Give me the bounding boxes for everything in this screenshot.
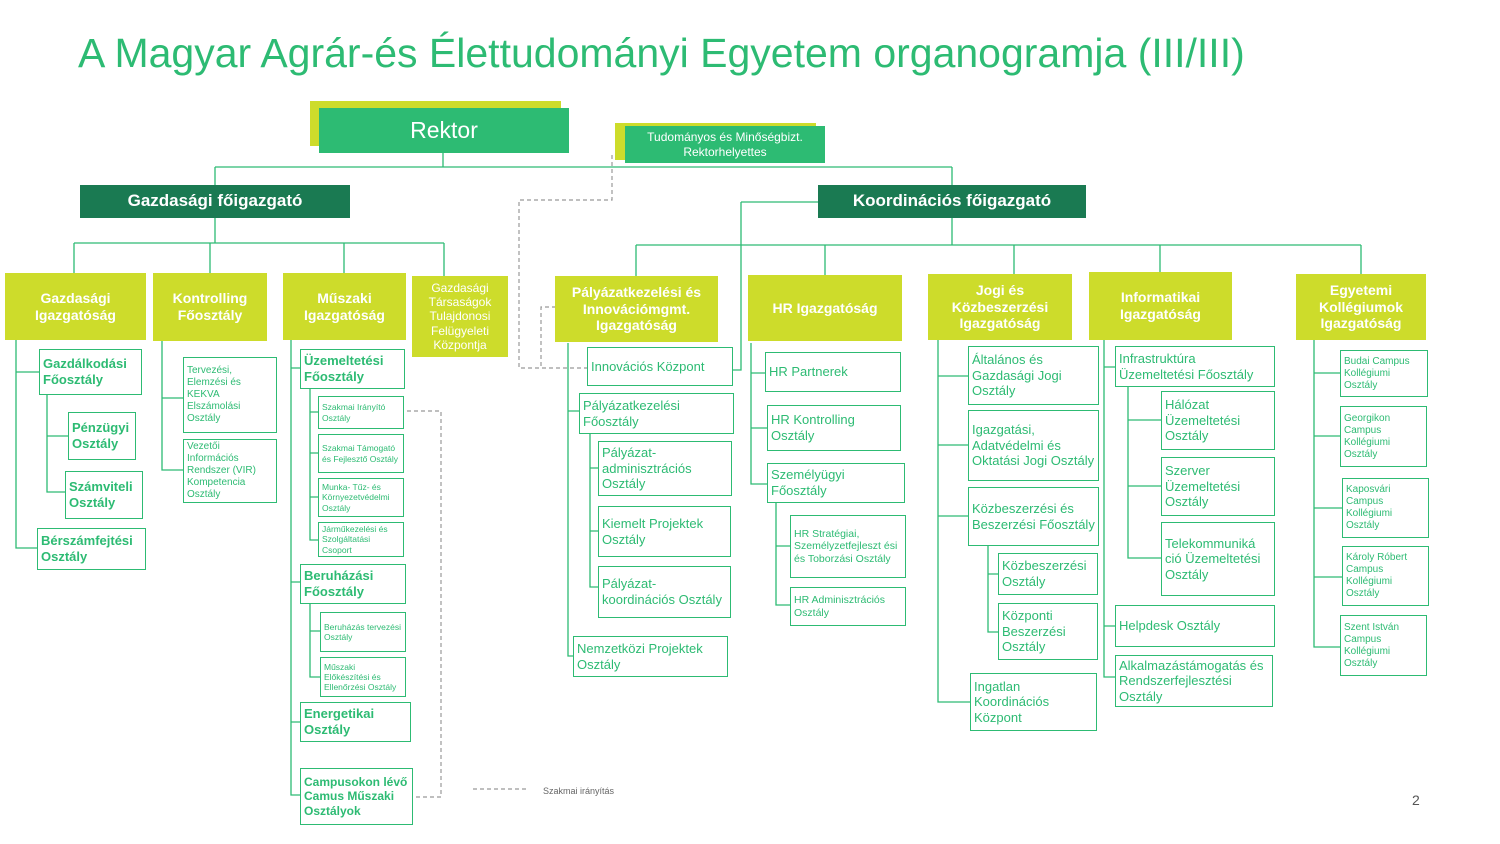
tervezesi-elemzesi-osztaly: Tervezési, Elemzési és KEKVA Elszámolási…: [183, 357, 277, 433]
telekommunikacio-uzemeltetesi-osztaly: Telekommuniká ció Üzemeltetési Osztály: [1161, 522, 1275, 596]
infrastruktura-uzemeltetesi-foosztaly: Infrastruktúra Üzemeltetési Főosztály: [1115, 346, 1275, 387]
gazdasagi-foigazgato: Gazdasági főigazgató: [80, 185, 350, 218]
innovacios-kozpont: Innovációs Központ: [587, 347, 733, 386]
hr-kontrolling-osztaly: HR Kontrolling Osztály: [767, 405, 901, 451]
egyetemi-kollegiumok-igazgatosag: Egyetemi Kollégiumok Igazgatóság: [1296, 274, 1426, 340]
gazdasagi-tarsasagok-kozpont: Gazdasági Társaságok Tulajdonosi Felügye…: [412, 276, 508, 357]
ingatlan-koordinacios-kozpont: Ingatlan Koordinációs Központ: [970, 673, 1097, 731]
helpdesk-osztaly: Helpdesk Osztály: [1115, 605, 1275, 647]
munka-tuz-kornyezetvedelmi-osztaly: Munka- Tűz- és Környezetvédelmi Osztály: [318, 478, 404, 517]
georgikon-campus-kollegiumi-osztaly: Georgikon Campus Kollégiumi Osztály: [1340, 406, 1427, 467]
kontrolling-foosztaly: Kontrolling Főosztály: [153, 273, 267, 341]
page-number: 2: [1412, 792, 1420, 808]
berszamfejtesi-osztaly: Bérszámfejtési Osztály: [37, 528, 146, 570]
informatikai-igazgatosag: Informatikai Igazgatóság: [1089, 272, 1232, 340]
palyazat-koordinacios-osztaly: Pályázat-koordinációs Osztály: [598, 566, 731, 618]
palyazatkezelesi-igazgatosag: Pályázatkezelési és Innovációmgmt. Igazg…: [555, 276, 718, 342]
jarmukezelesi-csoport: Járműkezelési és Szolgáltatási Csoport: [318, 522, 404, 557]
energetikai-osztaly: Energetikai Osztály: [300, 702, 411, 742]
uzemeltetesi-foosztaly: Üzemeltetési Főosztály: [300, 349, 405, 389]
legend-label: Szakmai irányítás: [543, 786, 615, 796]
deputy-box: Tudományos és Minőségbizt. Rektorhelyett…: [625, 126, 825, 163]
campus-muszaki-osztalyok: Campusokon lévő Camus Műszaki Osztályok: [300, 768, 413, 825]
deputy-line2: Rektorhelyettes: [683, 144, 767, 159]
szerver-uzemeltetesi-osztaly: Szerver Üzemeltetési Osztály: [1161, 457, 1275, 516]
szakmai-tamogato-osztaly: Szakmai Támogató és Fejlesztő Osztály: [318, 434, 404, 473]
gazdasagi-igazgatosag: Gazdasági Igazgatóság: [5, 273, 146, 340]
kozbeszerzesi-beszerzesi-foosztaly: Közbeszerzési és Beszerzési Főosztály: [968, 487, 1099, 546]
halozat-uzemeltetesi-osztaly: Hálózat Üzemeltetési Osztály: [1161, 391, 1275, 450]
szent-istvan-campus-kollegiumi-osztaly: Szent István Campus Kollégiumi Osztály: [1340, 615, 1427, 676]
palyazat-adminisztracios-osztaly: Pályázat-adminisztrációs Osztály: [598, 441, 732, 496]
hr-adminisztracios-osztaly: HR Adminisztrációs Osztály: [790, 587, 906, 626]
kozponti-beszerzesi-osztaly: Központi Beszerzési Osztály: [998, 603, 1098, 660]
deputy-line1: Tudományos és Minőségbizt.: [647, 130, 803, 145]
hr-partnerek: HR Partnerek: [765, 352, 901, 392]
igazgatasi-adatvedelmi-osztaly: Igazgatási, Adatvédelmi és Oktatási Jogi…: [968, 410, 1099, 481]
beruhazasi-foosztaly: Beruházási Főosztály: [300, 564, 406, 604]
hr-strategiai-osztaly: HR Stratégiai, Személyzetfejleszt ési és…: [790, 515, 906, 578]
muszaki-igazgatosag: Műszaki Igazgatóság: [283, 273, 406, 340]
palyazatkezelesi-foosztaly: Pályázatkezelési Főosztály: [579, 393, 734, 434]
nemzetkozi-projektek-osztaly: Nemzetközi Projektek Osztály: [573, 636, 728, 677]
koordinacios-foigazgato: Koordinációs főigazgató: [818, 185, 1086, 218]
penzugyi-osztaly: Pénzügyi Osztály: [68, 412, 136, 460]
szakmai-iranyito-osztaly: Szakmai Irányító Osztály: [318, 396, 404, 429]
altalanos-gazdasagi-jogi-osztaly: Általános és Gazdasági Jogi Osztály: [968, 346, 1099, 405]
muszaki-elokeszitesi-osztaly: Műszaki Előkészítési és Ellenőrzési Oszt…: [320, 657, 406, 697]
alkalmazastamogatas-osztaly: Alkalmazástámogatás és Rendszerfejleszté…: [1115, 655, 1273, 707]
budai-campus-kollegiumi-osztaly: Budai Campus Kollégiumi Osztály: [1340, 350, 1428, 397]
gazdalkodasi-foosztaly: Gazdálkodási Főosztály: [39, 349, 142, 395]
jogi-kozbeszerzesi-igazgatosag: Jogi és Közbeszerzési Igazgatóság: [928, 274, 1072, 340]
hr-igazgatosag: HR Igazgatóság: [748, 275, 902, 341]
szamviteli-osztaly: Számviteli Osztály: [65, 471, 143, 519]
kozbeszerzesi-osztaly: Közbeszerzési Osztály: [998, 553, 1098, 595]
kaposvari-campus-kollegiumi-osztaly: Kaposvári Campus Kollégiumi Osztály: [1342, 478, 1429, 538]
szemelyugyi-foosztaly: Személyügyi Főosztály: [767, 463, 905, 503]
beruhazas-tervezesi-osztaly: Beruházás tervezési Osztály: [320, 612, 406, 652]
page-title: A Magyar Agrár-és Élettudományi Egyetem …: [78, 30, 1245, 76]
rektor-box: Rektor: [319, 108, 569, 153]
vir-kompetencia-osztaly: Vezetői Információs Rendszer (VIR) Kompe…: [183, 439, 277, 503]
karoly-robert-campus-kollegiumi-osztaly: Károly Róbert Campus Kollégiumi Osztály: [1342, 546, 1429, 606]
kiemelt-projektek-osztaly: Kiemelt Projektek Osztály: [598, 506, 731, 557]
